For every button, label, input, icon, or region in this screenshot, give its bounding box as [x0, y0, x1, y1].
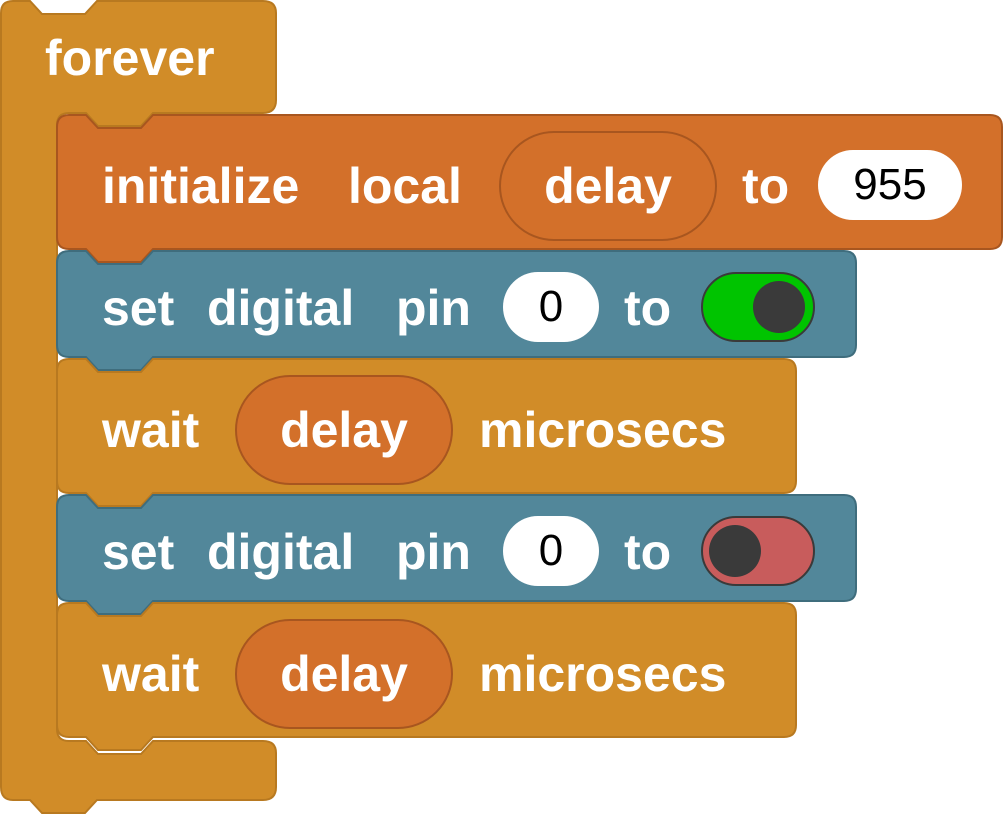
toggle-on-icon[interactable]: [701, 272, 815, 342]
pin-number-text: 0: [538, 526, 564, 575]
delay-variable-reporter[interactable]: delay: [235, 375, 453, 485]
delay-variable-reporter[interactable]: delay: [235, 619, 453, 729]
toggle-knob: [709, 525, 761, 577]
toggle-knob: [753, 281, 805, 333]
set-digital-pin-block-off[interactable]: [56, 494, 857, 615]
toggle-off-icon[interactable]: [701, 516, 815, 586]
digital-word: digital: [207, 280, 355, 336]
pin-word: pin: [396, 524, 471, 580]
wait-word: wait: [102, 646, 200, 702]
variable-name-field[interactable]: delay: [499, 131, 717, 241]
variable-name-text: delay: [544, 158, 672, 214]
initial-value-input[interactable]: 955: [818, 150, 962, 220]
pin-number-input[interactable]: 0: [503, 272, 599, 342]
microsecs-word: microsecs: [479, 646, 727, 702]
pin-number-input[interactable]: 0: [503, 516, 599, 586]
microsecs-word: microsecs: [479, 402, 727, 458]
delay-variable-text: delay: [280, 646, 408, 702]
set-digital-pin-block-on[interactable]: [56, 250, 857, 371]
initialize-word: initialize: [102, 158, 300, 214]
wait-word: wait: [102, 402, 200, 458]
delay-variable-text: delay: [280, 402, 408, 458]
to-word: to: [624, 280, 672, 336]
initial-value-text: 955: [853, 160, 927, 209]
set-word: set: [102, 280, 175, 336]
set-word: set: [102, 524, 175, 580]
to-word: to: [742, 158, 790, 214]
to-word: to: [624, 524, 672, 580]
local-word: local: [348, 158, 462, 214]
pin-number-text: 0: [538, 282, 564, 331]
forever-label: forever: [45, 30, 215, 86]
digital-word: digital: [207, 524, 355, 580]
pin-word: pin: [396, 280, 471, 336]
